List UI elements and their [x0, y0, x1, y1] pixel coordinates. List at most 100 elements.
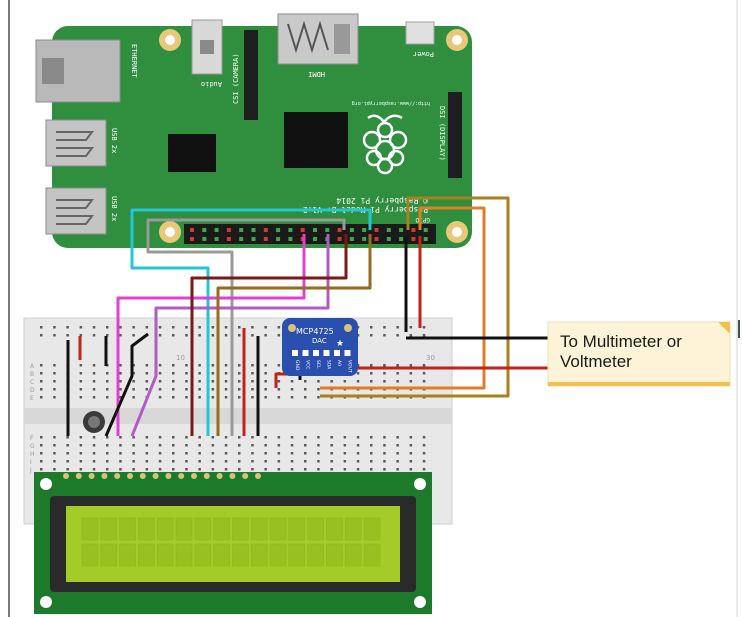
gpio-pin	[276, 237, 281, 241]
breadboard-hole	[211, 388, 215, 391]
row-label: J	[29, 467, 32, 474]
breadboard-hole	[396, 436, 399, 439]
lcd-cell	[175, 517, 193, 541]
breadboard-hole	[211, 460, 215, 463]
breadboard-hole	[145, 460, 149, 463]
dsi-connector	[448, 92, 462, 178]
dac-pin-pad	[344, 350, 351, 356]
breadboard-hole	[290, 380, 294, 383]
breadboard-hole	[132, 372, 135, 375]
breadboard-hole	[198, 468, 201, 471]
callout-fold	[718, 322, 730, 334]
breadboard-hole	[290, 444, 294, 447]
rail-hole	[172, 326, 175, 329]
breadboard-hole	[66, 460, 69, 463]
rail-hole	[53, 334, 56, 337]
wire-gray	[146, 218, 346, 436]
lcd-pin	[191, 473, 197, 479]
lcd-cell	[100, 517, 118, 541]
lcd-cell	[175, 543, 193, 567]
breadboard-hole	[251, 372, 254, 375]
lcd-cell	[232, 517, 249, 541]
breadboard-hole	[211, 444, 215, 447]
breadboard-hole	[356, 436, 360, 439]
breadboard-hole	[53, 380, 56, 383]
rail-hole	[145, 326, 149, 329]
gpio-pin	[411, 237, 416, 241]
breadboard-hole	[53, 436, 56, 439]
rail-hole	[356, 326, 360, 329]
lcd-cell	[269, 543, 287, 567]
breadboard-hole	[66, 468, 69, 471]
breadboard-hole	[132, 444, 135, 447]
rail-hole	[264, 326, 267, 329]
breadboard-hole	[370, 372, 373, 375]
breadboard-hole	[422, 468, 426, 471]
breadboard-hole	[132, 364, 135, 367]
breadboard-hole	[132, 388, 135, 391]
pcb	[52, 26, 472, 248]
breadboard-hole	[145, 372, 149, 375]
breadboard-hole	[409, 372, 413, 375]
rail-hole	[40, 334, 43, 337]
dac-pin-pad	[292, 350, 298, 356]
breadboard-hole	[185, 436, 188, 439]
gpio-pin	[374, 228, 379, 232]
lcd-pin	[88, 473, 95, 479]
breadboard-hole	[185, 396, 188, 399]
row-label: A	[30, 363, 35, 370]
lcd-pin	[165, 473, 172, 479]
breadboard-hole	[370, 460, 373, 463]
gpio-pin	[411, 228, 416, 232]
breadboard-hole	[330, 468, 333, 471]
rail-hole	[409, 334, 413, 337]
breadboard-hole	[238, 388, 241, 391]
breadboard-hole	[356, 444, 360, 447]
breadboard-hole	[53, 396, 56, 399]
rail-hole	[370, 326, 373, 329]
gpio-pin	[263, 237, 268, 241]
breadboard-hole	[370, 444, 373, 447]
lcd-pin	[139, 473, 146, 479]
breadboard-hole	[264, 460, 267, 463]
breadboard-hole	[92, 460, 96, 463]
rail-hole	[66, 326, 69, 329]
breadboard-hole	[317, 460, 320, 463]
breadboard-hole	[224, 364, 228, 367]
breadboard-hole	[106, 372, 109, 375]
rail-hole	[66, 334, 69, 337]
lcd-pin	[242, 473, 249, 479]
breadboard-hole	[343, 460, 347, 463]
lcd-module	[34, 472, 432, 614]
callout-box	[547, 321, 731, 387]
breadboard-hole	[409, 444, 413, 447]
breadboard-hole	[198, 460, 201, 463]
lcd-cell	[119, 517, 136, 541]
breadboard-hole	[264, 436, 267, 439]
breadboard-hole	[238, 468, 241, 471]
breadboard-hole	[53, 388, 56, 391]
rail-hole	[422, 326, 426, 329]
dac-pin-pad	[302, 350, 309, 356]
wire-gold	[320, 196, 510, 398]
breadboard-hole	[224, 396, 228, 399]
breadboard-hole	[158, 396, 162, 399]
lcd-pin	[229, 473, 236, 479]
breadboard-hole	[317, 380, 320, 383]
breadboard-hole	[422, 380, 426, 383]
dsi-label: DSI (DISPLAY)	[438, 106, 446, 161]
breadboard-hole	[185, 364, 188, 367]
breadboard-hole	[119, 372, 122, 375]
rail-hole	[211, 334, 215, 337]
wire-dark-red	[190, 234, 348, 436]
breadboard-hole	[317, 436, 320, 439]
gpio-pin	[313, 228, 317, 232]
breadboard-hole	[409, 460, 413, 463]
url-label: http://www.raspberrypi.org	[352, 100, 430, 106]
breadboard-hole	[92, 396, 96, 399]
lcd-cell	[288, 517, 306, 541]
lcd-pin	[127, 473, 133, 479]
rail-hole	[422, 334, 426, 337]
lcd-cell	[250, 543, 268, 567]
lcd-cell	[138, 517, 155, 541]
